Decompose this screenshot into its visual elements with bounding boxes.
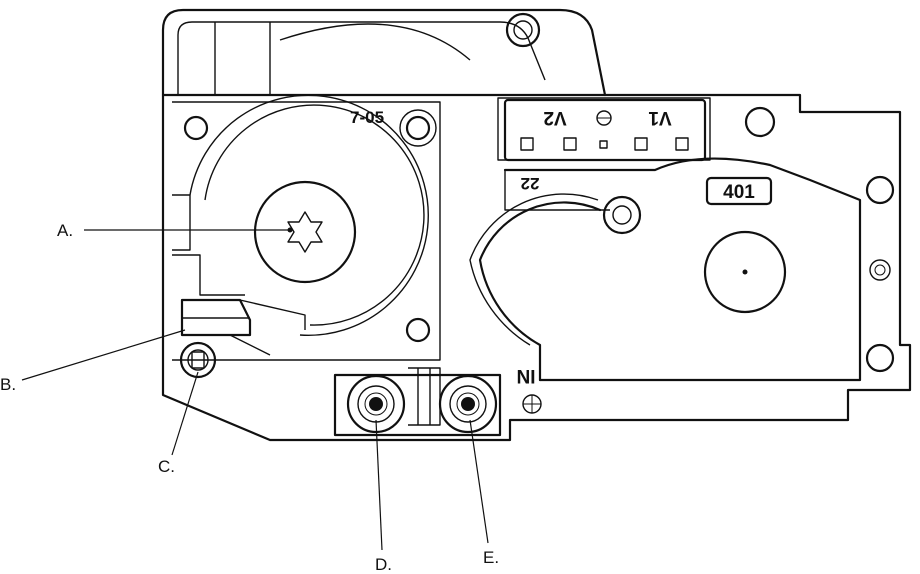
valve-housing <box>161 8 912 442</box>
leader-e <box>469 419 489 544</box>
leader-d <box>375 419 383 551</box>
leader-lines <box>21 229 489 551</box>
regulator-housing <box>172 94 437 356</box>
v2-marking: V2 <box>543 107 566 128</box>
leader-c <box>171 371 199 456</box>
callout-d: D. <box>375 555 392 574</box>
date-code-marking: 7-05 <box>350 108 384 127</box>
pressure-taps <box>179 341 502 437</box>
callout-a: A. <box>57 221 73 240</box>
v1-marking: V1 <box>648 107 672 128</box>
callout-e: E. <box>483 548 499 567</box>
callout-c: C. <box>158 457 175 476</box>
code-22-marking: 22 <box>521 174 540 193</box>
operator-housing <box>469 98 895 414</box>
leader-b <box>21 329 186 381</box>
code-401-marking: 401 <box>723 182 755 203</box>
callout-b: B. <box>0 375 16 394</box>
inlet-marking: IN <box>517 365 536 386</box>
